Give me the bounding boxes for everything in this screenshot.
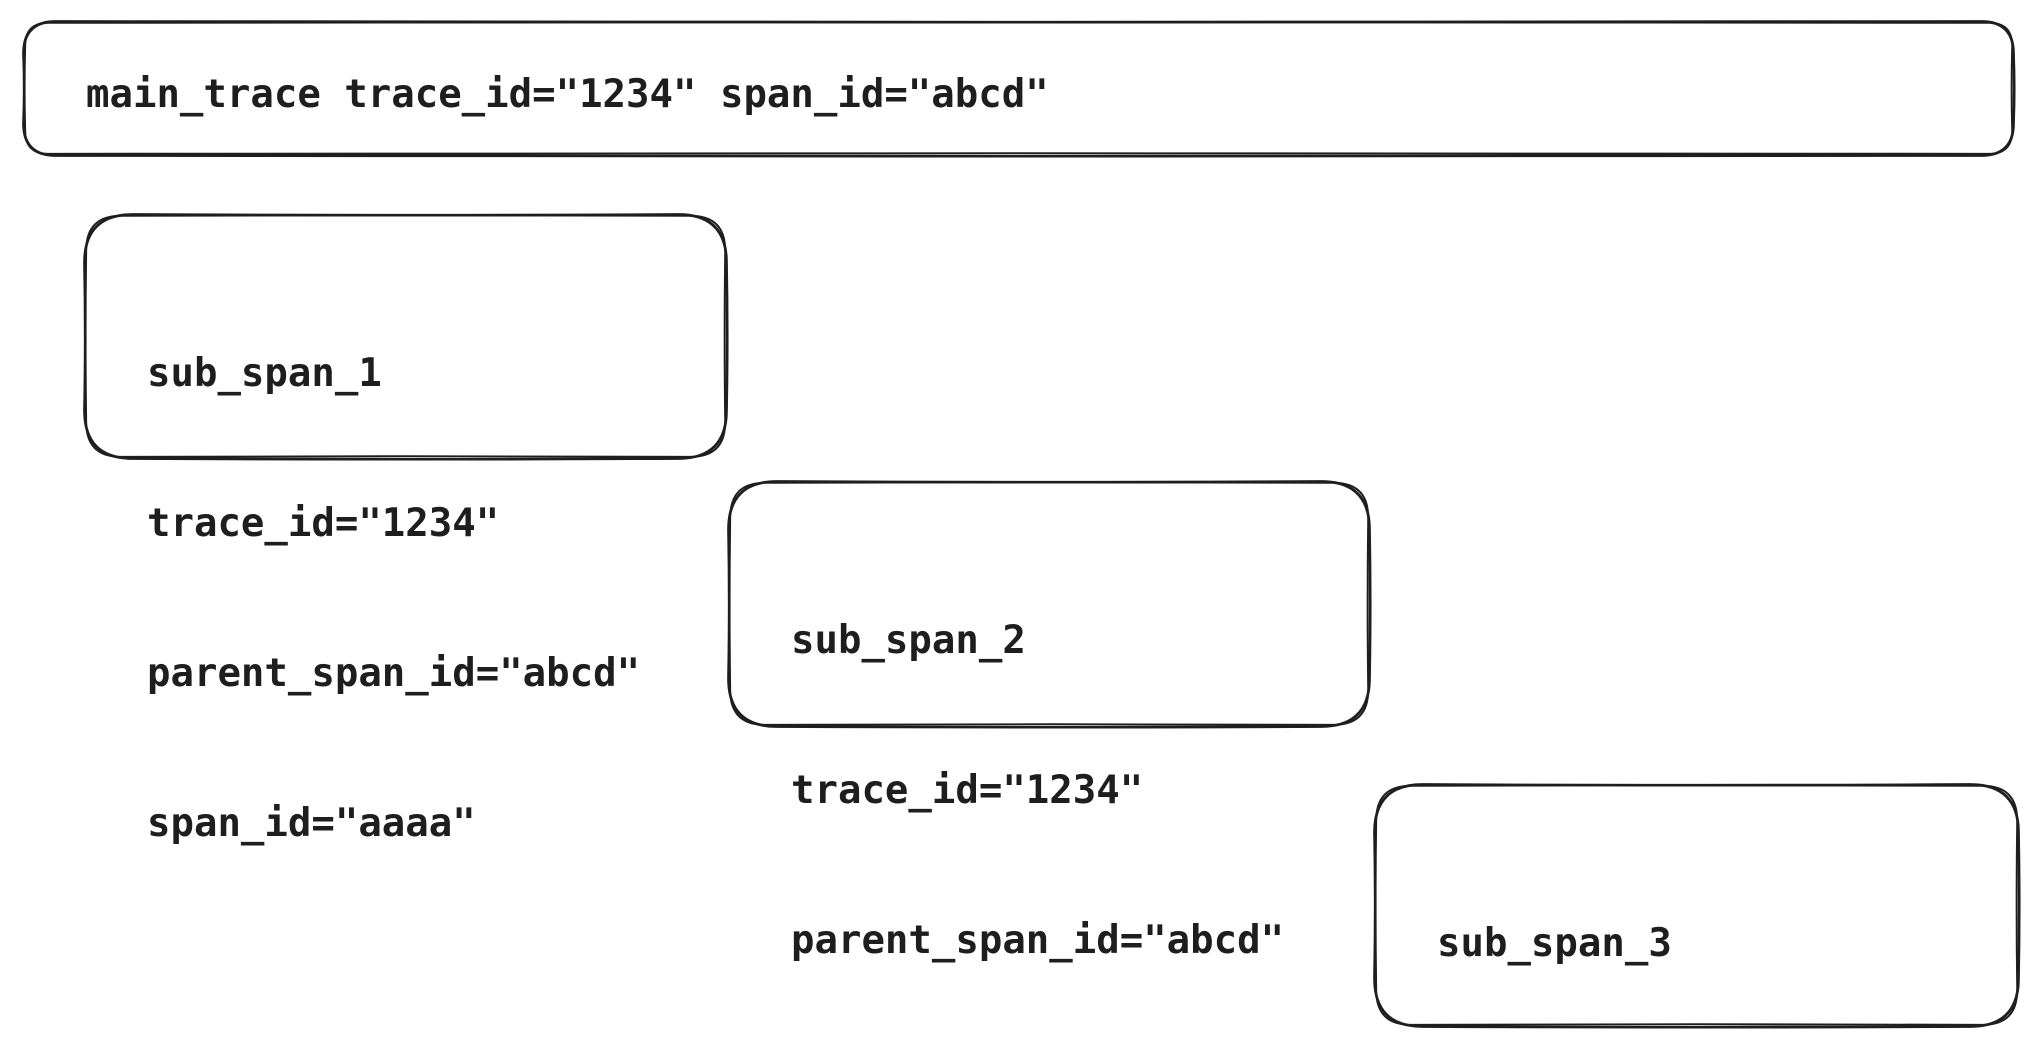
main-trace-box: main_trace trace_id="1234" span_id="abcd… <box>22 20 2016 158</box>
sub-span-1-trace-id: trace_id="1234" <box>147 501 500 546</box>
sub-span-1-name: sub_span_1 <box>147 351 382 396</box>
main-trace-box-border <box>22 20 2016 158</box>
sub-span-1-box: sub_span_1 trace_id="1234" parent_span_i… <box>83 213 729 846</box>
sub-span-2-box: sub_span_2 trace_id="1234" parent_span_i… <box>727 480 1372 963</box>
sub-span-1-parent-span-id: parent_span_id="abcd" <box>147 651 641 696</box>
sub-span-1-label: sub_span_1 trace_id="1234" parent_span_i… <box>147 249 640 949</box>
sub-span-1-span-id: span_id="aaaa" <box>147 801 476 846</box>
main-trace-label: main_trace trace_id="1234" span_id="abcd… <box>86 72 1049 117</box>
sub-span-3-box: sub_span_3 trace_id="1234" parent_span_i… <box>1373 783 2021 1029</box>
sub-span-2-parent-span-id: parent_span_id="abcd" <box>791 918 1285 963</box>
sub-span-2-label: sub_span_2 trace_id="1234" parent_span_i… <box>791 516 1284 1050</box>
sub-span-2-name: sub_span_2 <box>791 618 1026 663</box>
sub-span-1-box-border <box>83 213 729 461</box>
sub-span-2-box-border <box>727 480 1372 729</box>
sub-span-3-name: sub_span_3 <box>1437 921 1672 966</box>
sub-span-3-box-border <box>1373 783 2021 1029</box>
sub-span-2-trace-id: trace_id="1234" <box>791 768 1144 813</box>
sub-span-3-label: sub_span_3 trace_id="1234" parent_span_i… <box>1437 819 1930 1050</box>
